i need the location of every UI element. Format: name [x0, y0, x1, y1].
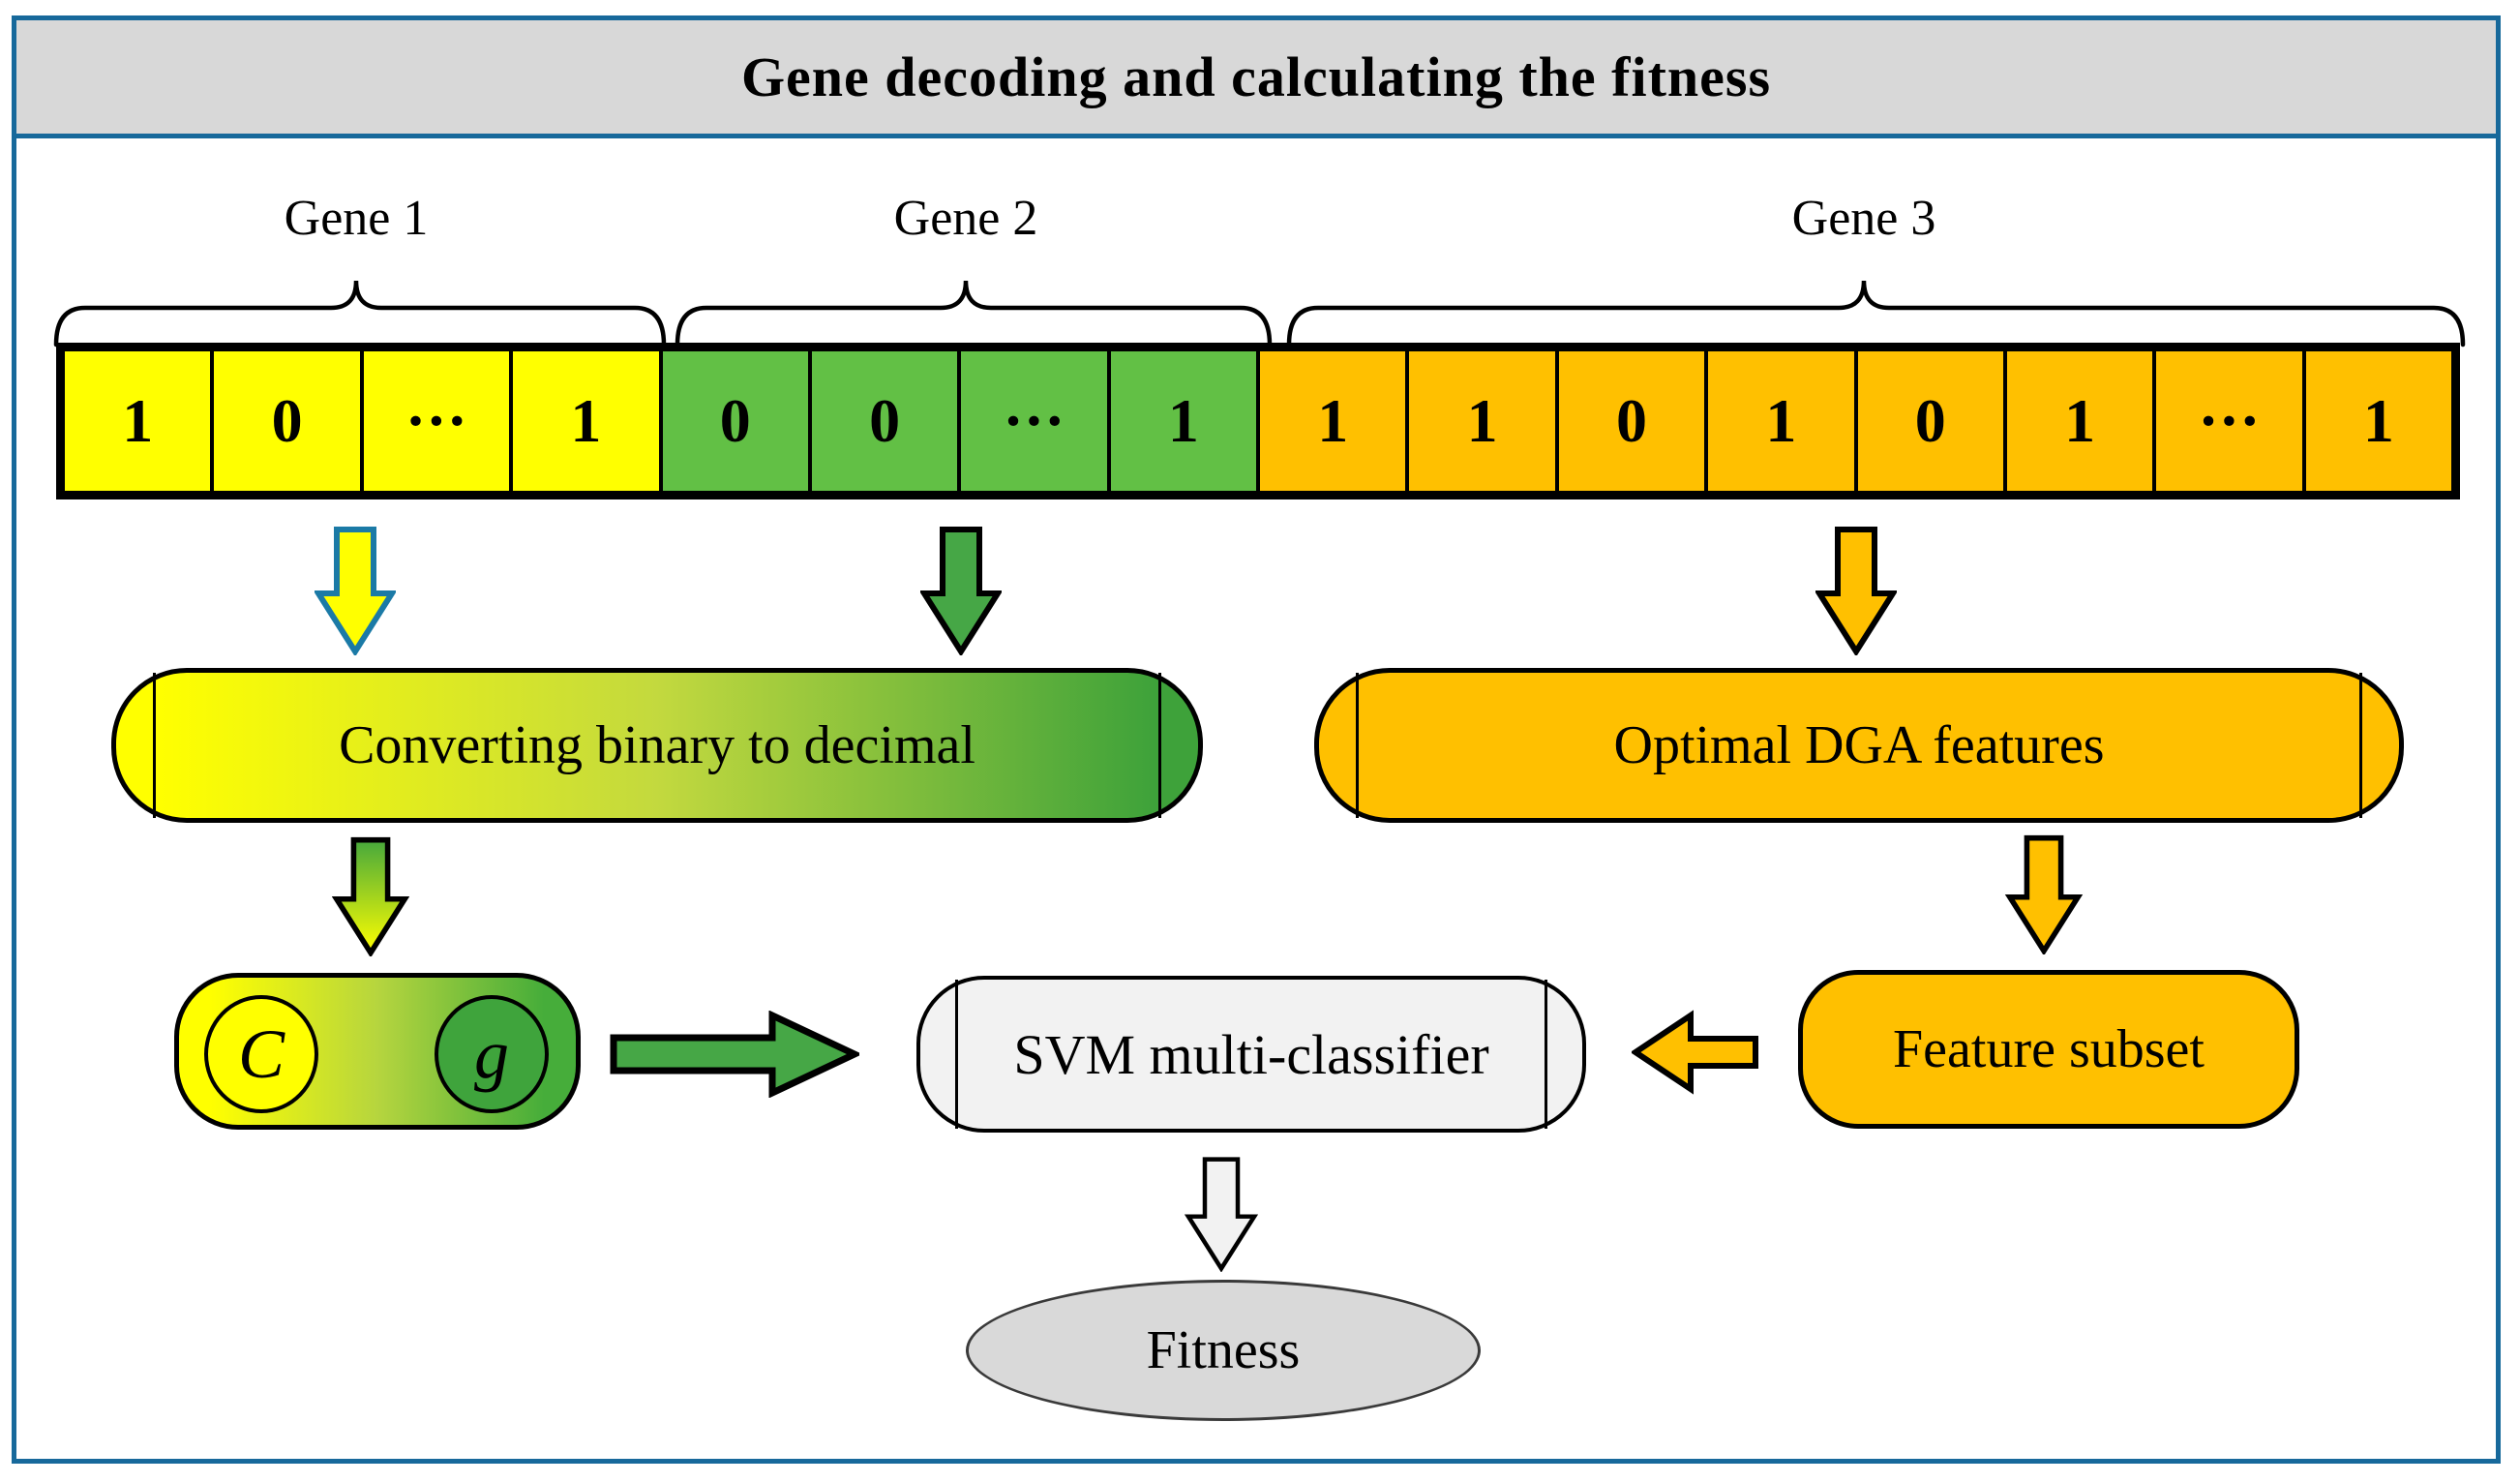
gene2-cell: 1	[1106, 351, 1256, 491]
gene1-cell: 1	[65, 351, 211, 491]
gene2-down-arrow-icon	[920, 527, 1002, 655]
title-bar: Gene decoding and calculating the fitnes…	[12, 15, 2501, 138]
convert-down-arrow-icon	[332, 836, 409, 956]
gene3-down-arrow-icon	[1815, 527, 1897, 655]
param-g-ellipse: g	[435, 995, 549, 1113]
svm-classifier-label: SVM multi-classifier	[1013, 1022, 1489, 1086]
gene2-cell: ···	[957, 351, 1107, 491]
optimal-dga-node: Optimal DGA features	[1314, 668, 2404, 823]
gene3-cell: 1	[2301, 351, 2451, 491]
gene1-cell: 1	[509, 351, 659, 491]
gene-2-label: Gene 2	[893, 191, 1038, 246]
fitness-label: Fitness	[1146, 1320, 1301, 1380]
gene3-cell: 0	[1554, 351, 1705, 491]
convert-binary-node: Converting binary to decimal	[111, 668, 1203, 823]
gene1-down-arrow-icon	[315, 527, 396, 655]
param-g-label: g	[474, 1014, 509, 1093]
chromosome-row: 1 0 ··· 1 0 0 ··· 1 1 1 0 1 0 1 ··· 1	[56, 343, 2460, 499]
gene-3-label: Gene 3	[1791, 191, 1936, 246]
svm-down-arrow-icon	[1184, 1157, 1259, 1272]
feature-subset-label: Feature subset	[1893, 1019, 2205, 1079]
page-title: Gene decoding and calculating the fitnes…	[740, 45, 1772, 108]
svm-classifier-node: SVM multi-classifier	[916, 976, 1586, 1133]
svm-parameters-node: C g	[174, 973, 581, 1130]
gene-1-label: Gene 1	[284, 191, 429, 246]
gene1-cell: ···	[359, 351, 510, 491]
gene3-cell: ···	[2152, 351, 2302, 491]
params-to-svm-right-arrow-icon	[610, 1011, 859, 1098]
convert-binary-label: Converting binary to decimal	[339, 715, 975, 775]
feature-subset-node: Feature subset	[1798, 970, 2299, 1129]
gene-3-brace	[1286, 280, 2466, 348]
gene2-cell: 0	[658, 351, 808, 491]
gene-braces	[53, 280, 2466, 348]
gene1-cell: 0	[210, 351, 360, 491]
gene-1-brace	[53, 280, 667, 348]
gene-2-brace	[675, 280, 1273, 348]
param-c-ellipse: C	[204, 995, 318, 1113]
gene2-cell: 0	[807, 351, 958, 491]
optimal-dga-label: Optimal DGA features	[1613, 715, 2105, 775]
fitness-node: Fitness	[966, 1280, 1481, 1421]
gene3-cell: 1	[1405, 351, 1555, 491]
feature-to-svm-left-arrow-icon	[1632, 1010, 1758, 1095]
gene3-cell: 1	[1704, 351, 1854, 491]
gene3-cell: 0	[1853, 351, 2003, 491]
gene3-cell: 1	[1256, 351, 1406, 491]
param-c-label: C	[237, 1014, 285, 1093]
optimal-down-arrow-icon	[2004, 834, 2084, 954]
gene3-cell: 1	[2002, 351, 2153, 491]
